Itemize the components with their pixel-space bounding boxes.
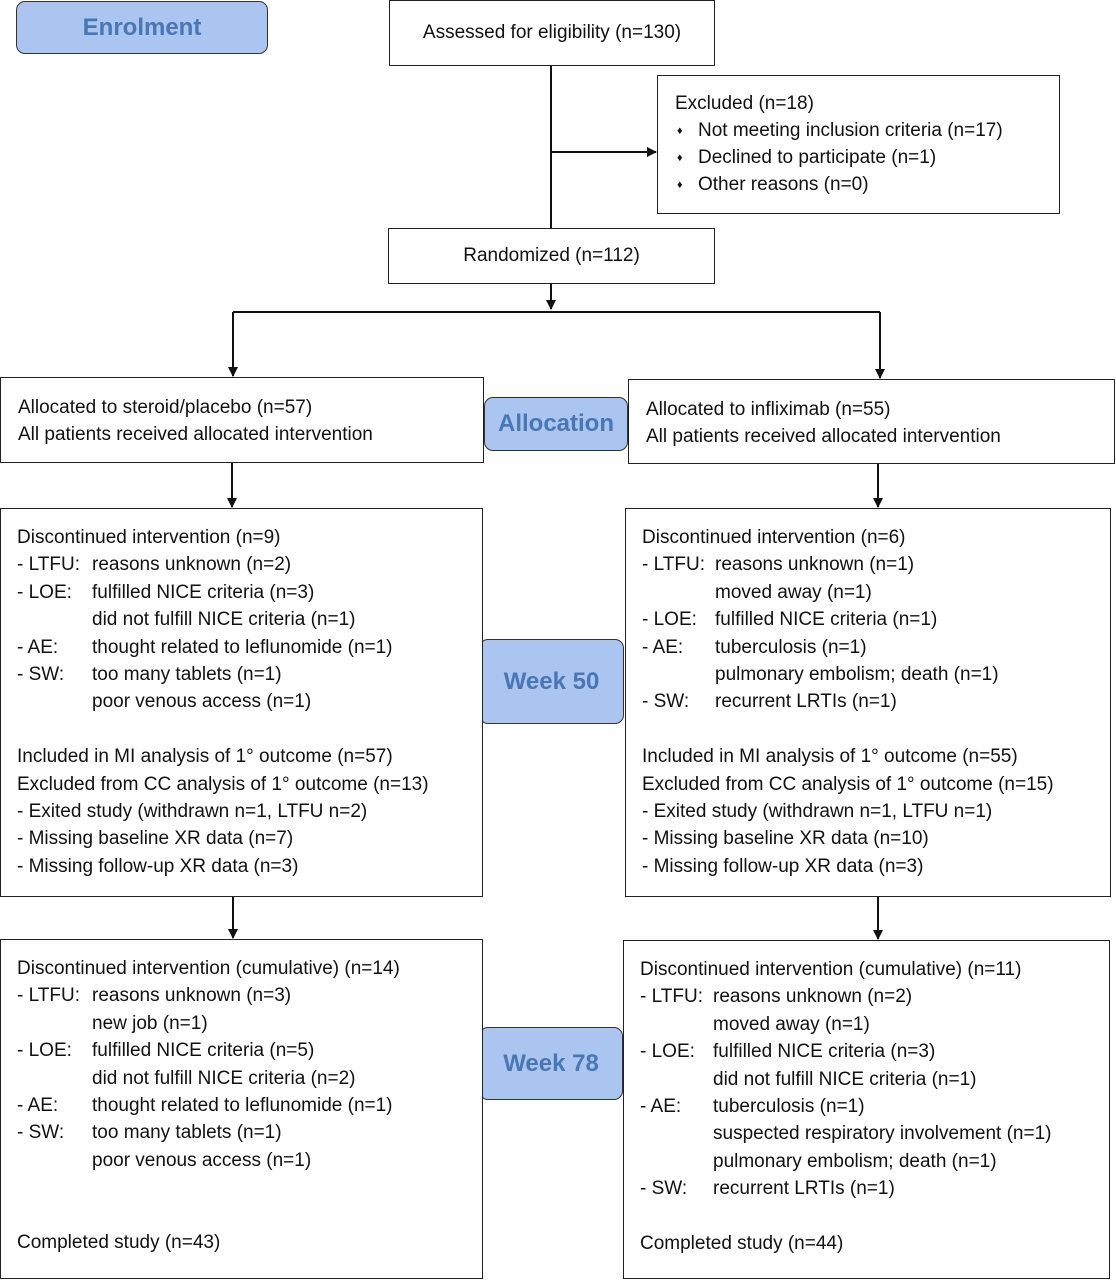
row-label: - LOE: (17, 1040, 72, 1062)
alloc-left-box: Allocated to steroid/placebo (n=57) All … (0, 377, 484, 463)
row-detail: moved away (n=1) (715, 581, 872, 603)
stage-week-78: Week 78 (479, 1027, 623, 1100)
row-detail: pulmonary embolism; death (n=1) (713, 1150, 997, 1172)
row-detail: fulfilled NICE criteria (n=1) (715, 609, 938, 631)
excluded-box: Excluded (n=18) ♦ Not meeting inclusion … (657, 75, 1060, 214)
row-detail: did not fulfill NICE criteria (n=1) (92, 609, 356, 631)
row-label: - Missing follow-up XR data (n=3) (642, 855, 924, 877)
stage-week-50: Week 50 (479, 639, 624, 724)
row-label: - SW: (640, 1178, 688, 1200)
row-detail: reasons unknown (n=2) (713, 986, 913, 1008)
row-label: - Exited study (withdrawn n=1, LTFU n=2) (17, 801, 368, 822)
row-detail: did not fulfill NICE criteria (n=1) (713, 1068, 977, 1090)
randomized-text: Randomized (n=112) (463, 245, 640, 266)
row-detail: reasons unknown (n=3) (92, 985, 292, 1007)
row-label: - Exited study (withdrawn n=1, LTFU n=1) (642, 801, 993, 822)
row-detail: new job (n=1) (92, 1012, 208, 1034)
row-detail: thought related to leflunomide (n=1) (92, 1095, 393, 1116)
row-label: - AE: (17, 636, 59, 658)
row-label: Excluded from CC analysis of 1° outcome … (642, 773, 1054, 795)
row-detail: poor venous access (n=1) (92, 1149, 312, 1171)
row-label: Included in MI analysis of 1° outcome (n… (642, 746, 1018, 768)
bullet-icon: ♦ (677, 179, 683, 191)
row-detail: fulfilled NICE criteria (n=3) (92, 581, 315, 603)
row-detail: tuberculosis (n=1) (715, 636, 867, 658)
row-detail: reasons unknown (n=2) (92, 554, 292, 576)
row-label: Discontinued intervention (n=9) (17, 527, 281, 548)
week78-left-box: Discontinued intervention (cumulative) (… (0, 939, 483, 1279)
stage-allocation: Allocation (484, 397, 628, 451)
week50-left-box: Discontinued intervention (n=9) - LTFU: re… (0, 508, 483, 897)
row-detail: recurrent LRTIs (n=1) (715, 691, 897, 713)
row-label: - SW: (17, 1122, 65, 1144)
row-detail: tuberculosis (n=1) (713, 1096, 865, 1117)
row-label: - LOE: (640, 1041, 695, 1063)
week50-right-box: Discontinued intervention (n=6) - LTFU: re… (625, 508, 1111, 897)
excluded-item: Declined to participate (n=1) (698, 147, 937, 168)
row-label: - AE: (640, 1096, 682, 1117)
row-label: Excluded from CC analysis of 1° outcome … (17, 773, 429, 795)
row-detail: poor venous access (n=1) (92, 691, 312, 713)
randomized-box: Randomized (n=112) (388, 228, 715, 284)
row-detail: moved away (n=1) (713, 1013, 870, 1035)
row-label: - Missing baseline XR data (n=7) (17, 828, 294, 850)
row-label: - LOE: (642, 609, 697, 631)
excluded-title: Excluded (n=18) (675, 93, 814, 114)
row-label: - LTFU: (640, 986, 703, 1008)
row-label: - LTFU: (17, 554, 80, 576)
row-label: - Missing follow-up XR data (n=3) (17, 855, 299, 877)
row-label: - AE: (17, 1095, 59, 1116)
row-detail: did not fulfill NICE criteria (n=2) (92, 1067, 356, 1089)
assessed-box: Assessed for eligibility (n=130) (389, 0, 715, 66)
row-detail: recurrent LRTIs (n=1) (713, 1178, 895, 1200)
alloc-right-line: Allocated to infliximab (n=55) (646, 399, 891, 420)
row-detail: too many tablets (n=1) (92, 664, 282, 685)
row-detail: fulfilled NICE criteria (n=5) (92, 1040, 315, 1062)
row-label: Completed study (n=44) (640, 1233, 844, 1254)
row-label: Completed study (n=43) (17, 1232, 221, 1253)
row-detail: reasons unknown (n=1) (715, 554, 915, 576)
row-detail: fulfilled NICE criteria (n=3) (713, 1041, 936, 1063)
excluded-item: Other reasons (n=0) (698, 174, 869, 195)
row-label: Discontinued intervention (cumulative) (… (640, 959, 1022, 980)
alloc-right-box: Allocated to infliximab (n=55) All patie… (628, 379, 1115, 464)
alloc-right-line: All patients received allocated interven… (646, 426, 1001, 447)
row-label: Discontinued intervention (cumulative) (… (17, 958, 400, 979)
stage-enrolment: Enrolment (16, 1, 268, 54)
row-label: - SW: (17, 664, 65, 685)
week78-right-box: Discontinued intervention (cumulative) (… (623, 940, 1110, 1279)
bullet-icon: ♦ (677, 152, 683, 164)
row-label: - SW: (642, 691, 690, 713)
bullet-icon: ♦ (677, 125, 683, 137)
row-label: - LOE: (17, 581, 72, 603)
row-label: - AE: (642, 636, 684, 658)
row-label: Discontinued intervention (n=6) (642, 527, 906, 548)
alloc-left-line: Allocated to steroid/placebo (n=57) (18, 397, 313, 418)
row-label: - LTFU: (17, 985, 80, 1007)
row-label: - LTFU: (642, 554, 705, 576)
assessed-text: Assessed for eligibility (n=130) (422, 22, 682, 43)
row-detail: thought related to leflunomide (n=1) (92, 636, 393, 658)
excluded-item: Not meeting inclusion criteria (n=17) (698, 120, 1003, 141)
row-detail: pulmonary embolism; death (n=1) (715, 664, 999, 685)
row-detail: too many tablets (n=1) (92, 1122, 282, 1144)
row-detail: suspected respiratory involvement (n=1) (713, 1123, 1052, 1145)
row-label: Included in MI analysis of 1° outcome (n… (17, 746, 393, 768)
row-label: - Missing baseline XR data (n=10) (642, 828, 929, 850)
alloc-left-line: All patients received allocated interven… (18, 424, 373, 445)
